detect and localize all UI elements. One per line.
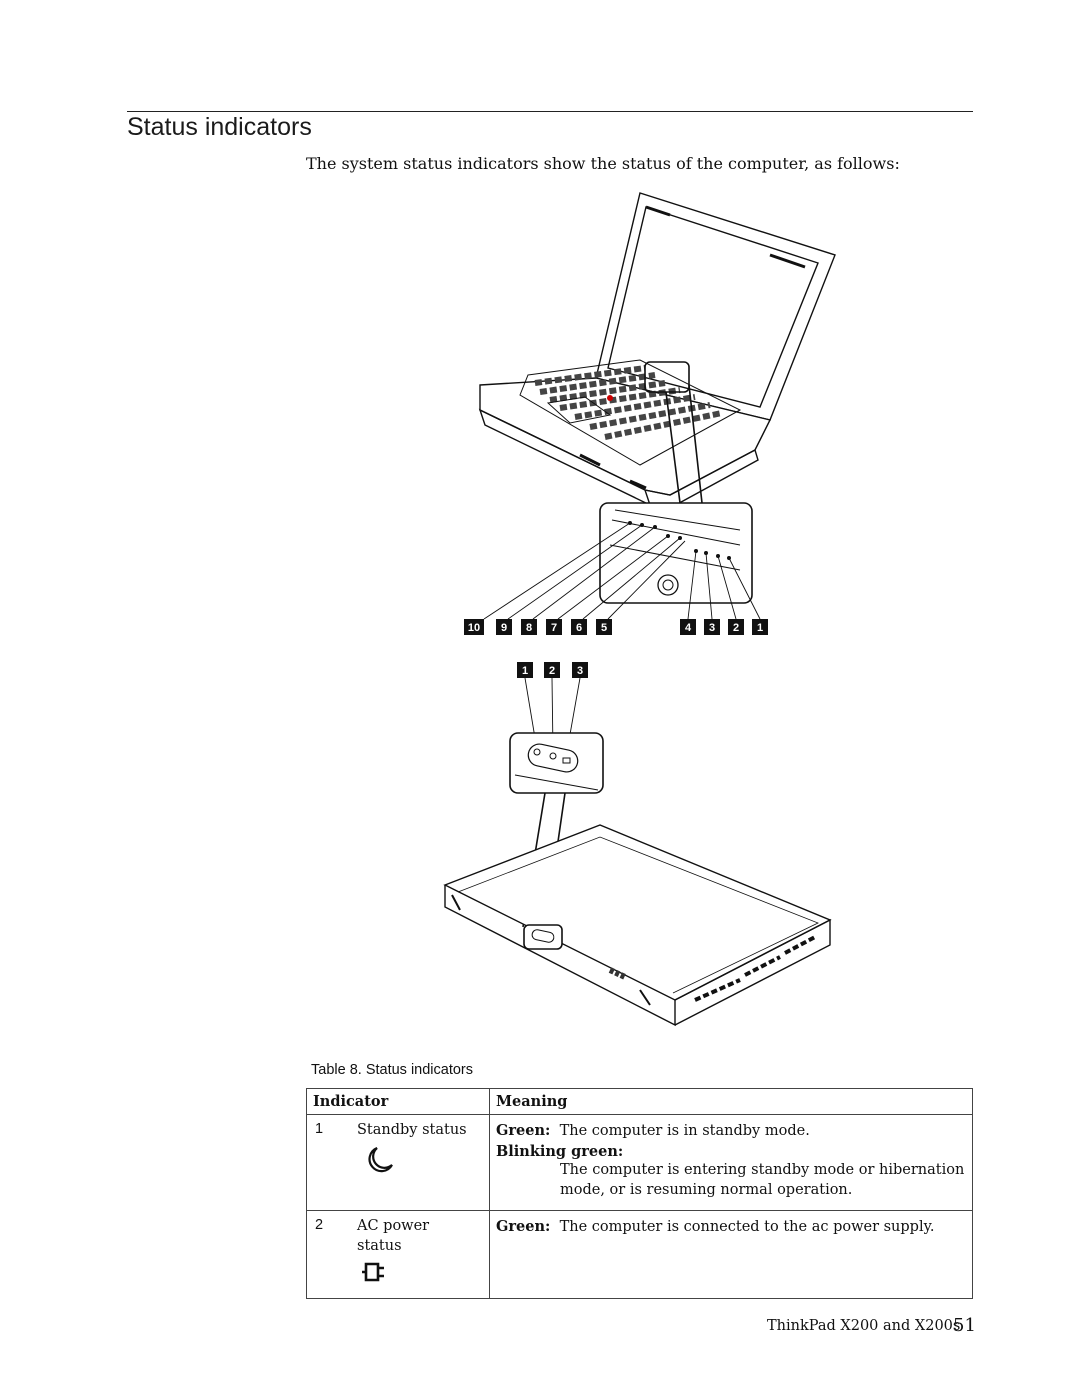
- intro-paragraph: The system status indicators show the st…: [306, 154, 900, 173]
- green-label: Green:: [496, 1122, 551, 1139]
- callout-5: 5: [601, 622, 607, 634]
- callout-1: 1: [757, 622, 763, 634]
- indicator-name: AC power status: [357, 1218, 430, 1254]
- page-title: Status indicators: [127, 113, 312, 141]
- callout-7: 7: [551, 622, 557, 634]
- meaning-cell: Green: The computer is in standby mode. …: [489, 1114, 973, 1211]
- green-text: The computer is in standby mode.: [559, 1123, 810, 1139]
- callout-10: 10: [468, 622, 480, 634]
- ac-plug-icon: [361, 1260, 447, 1288]
- blinking-green-text: The computer is entering standby mode or…: [560, 1162, 965, 1198]
- indicator-name: Standby status: [357, 1122, 467, 1138]
- footer-title: ThinkPad X200 and X200s: [767, 1318, 961, 1334]
- indicator-cell: 2 AC power status: [306, 1210, 490, 1299]
- laptop-figure: 10 9 8 7 6 5 4 3 2 1 1 2 3: [443, 192, 836, 1027]
- table-row: 1 Standby status Green: The computer is …: [306, 1114, 973, 1211]
- header-indicator: Indicator: [306, 1088, 490, 1115]
- callout-3: 3: [709, 622, 715, 634]
- indicator-number: 2: [315, 1217, 324, 1233]
- callout-bottom-1: 1: [522, 665, 528, 677]
- callout-4: 4: [685, 622, 692, 634]
- indicator-cell: 1 Standby status: [306, 1114, 490, 1211]
- callout-8: 8: [526, 622, 532, 634]
- meaning-cell: Green: The computer is connected to the …: [489, 1210, 973, 1299]
- callout-9: 9: [501, 622, 507, 634]
- callout-6: 6: [576, 622, 582, 634]
- blinking-green-label: Blinking green:: [496, 1142, 624, 1160]
- heading-rule: [127, 111, 973, 112]
- callout-bottom-3: 3: [577, 665, 583, 677]
- top-indicator-closeup: [483, 502, 761, 620]
- status-indicators-table: Indicator Meaning 1 Standby status Green…: [306, 1088, 973, 1299]
- front-indicator-highlight: [523, 924, 563, 950]
- table-caption: Table 8. Status indicators: [311, 1062, 474, 1078]
- page-number: 51: [953, 1315, 976, 1336]
- callout-2: 2: [733, 622, 739, 634]
- table-header-row: Indicator Meaning: [306, 1088, 973, 1115]
- indicator-number: 1: [315, 1121, 324, 1137]
- green-text: The computer is connected to the ac powe…: [559, 1219, 935, 1235]
- front-indicator-closeup: [509, 732, 604, 928]
- green-label: Green:: [496, 1218, 551, 1235]
- moon-icon: [365, 1145, 472, 1179]
- indicator-highlight-box: [644, 361, 690, 393]
- table-row: 2 AC power status Green: The computer is…: [306, 1210, 973, 1299]
- closed-laptop-drawing: [443, 824, 832, 1027]
- callout-row-top: 10 9 8 7 6 5 4 3 2 1: [464, 619, 768, 635]
- open-laptop-drawing: [478, 192, 836, 508]
- header-meaning: Meaning: [489, 1088, 973, 1115]
- callout-bottom-2: 2: [549, 665, 555, 677]
